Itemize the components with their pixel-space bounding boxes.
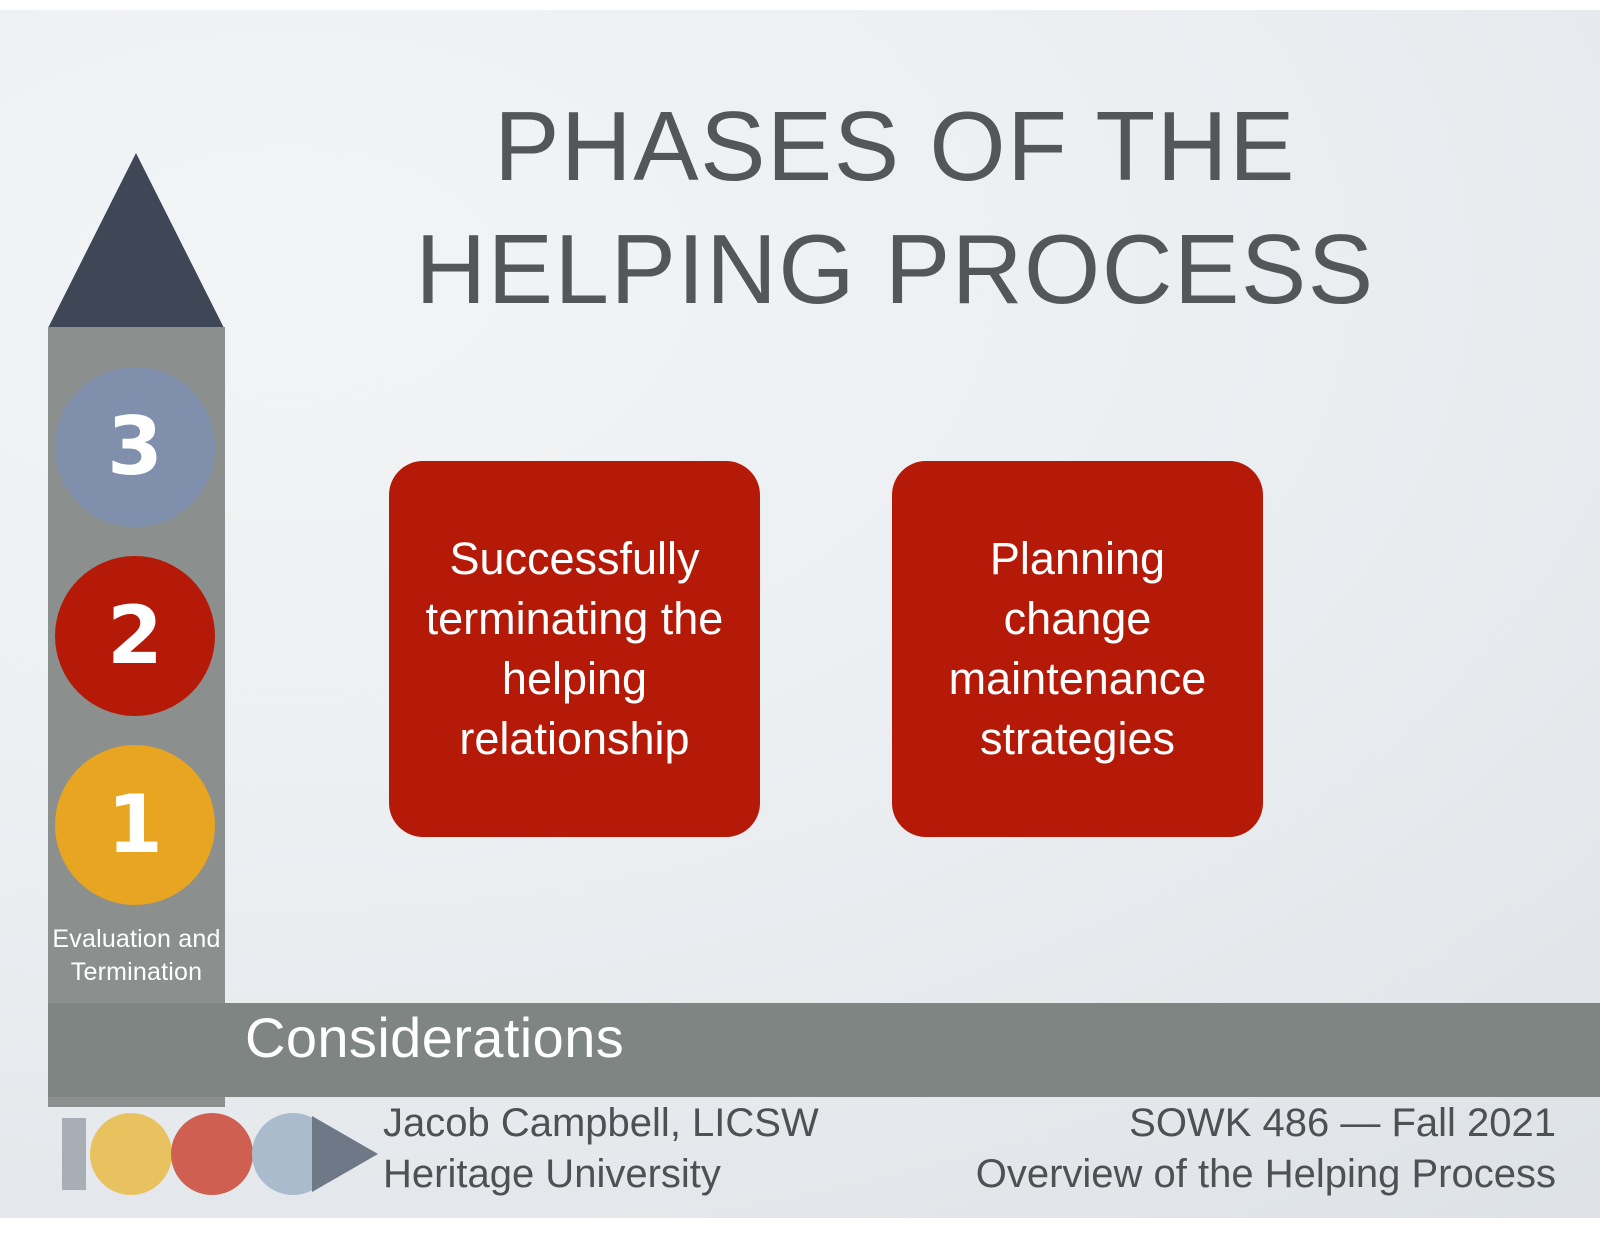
circle-red-icon bbox=[171, 1113, 253, 1195]
brand-logo bbox=[62, 1104, 378, 1195]
phase-step-3[interactable]: 3 bbox=[55, 367, 215, 527]
content-card-1: Successfully terminating the helping rel… bbox=[389, 461, 760, 837]
section-band-label: Considerations bbox=[245, 1006, 625, 1069]
circle-yellow-icon bbox=[90, 1113, 172, 1195]
phase-column-caption: Evaluation and Termination bbox=[52, 925, 221, 986]
phase-step-1[interactable]: 1 bbox=[55, 745, 215, 905]
content-card-2: Planning change maintenance strategies bbox=[892, 461, 1263, 837]
footer-author: Jacob Campbell, LICSW Heritage Universit… bbox=[383, 1101, 819, 1197]
footer-course: SOWK 486 — Fall 2021 Overview of the Hel… bbox=[975, 1101, 1556, 1197]
section-band bbox=[48, 1003, 1600, 1097]
presentation-slide: 3 2 1 Evaluation and Termination PHASES … bbox=[0, 10, 1600, 1218]
up-arrow-icon bbox=[48, 153, 225, 328]
phase-step-2[interactable]: 2 bbox=[55, 556, 215, 716]
phase-column: 3 2 1 Evaluation and Termination bbox=[48, 153, 225, 1107]
page-title: PHASES OF THE HELPING PROCESS bbox=[415, 91, 1375, 324]
bar-shape-icon bbox=[62, 1118, 86, 1190]
play-triangle-icon bbox=[312, 1116, 378, 1192]
